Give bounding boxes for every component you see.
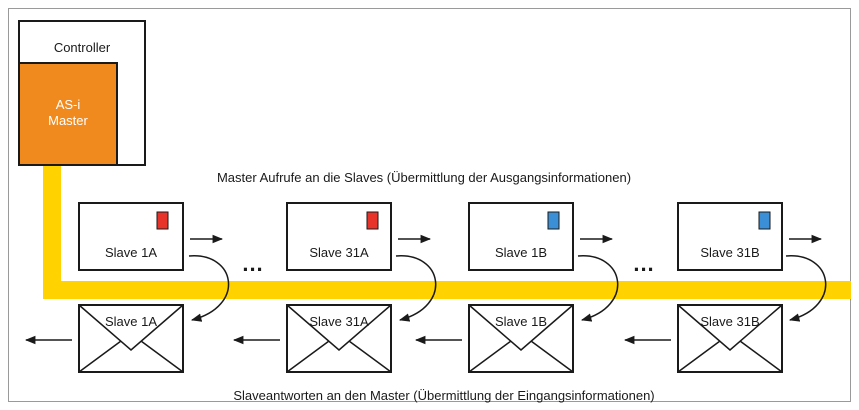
envelope-fold-left: [286, 340, 330, 373]
master-label-line2: Master: [48, 113, 88, 128]
slave-box-31b: Slave 31B: [677, 202, 783, 271]
controller-label: Controller: [54, 40, 111, 55]
caption-top: Master Aufrufe an die Slaves (Übermittlu…: [217, 170, 631, 185]
slave-label: Slave 1B: [495, 245, 547, 260]
response-label: Slave 1B: [495, 314, 547, 329]
as-i-bus: [43, 164, 851, 299]
bus-horizontal-segment: [43, 281, 851, 299]
as-i-master: [18, 62, 118, 166]
output-indicator-icon: [547, 211, 560, 230]
envelope-fold-left: [78, 340, 122, 373]
slave-box-31a: Slave 31A: [286, 202, 392, 271]
output-indicator-icon: [758, 211, 771, 230]
envelope-fold-right: [348, 340, 392, 373]
bus-vertical-segment: [43, 164, 61, 299]
envelope-fold-left: [677, 340, 721, 373]
slave-label: Slave 1A: [105, 245, 157, 260]
response-curve-arrow-icon: [785, 255, 827, 322]
caption-bottom: Slaveantworten an den Master (Übermittlu…: [233, 388, 654, 403]
envelope-icon: [677, 304, 783, 373]
slave-label: Slave 31A: [309, 245, 369, 260]
response-curve-arrow-icon: [395, 255, 437, 322]
response-label: Slave 1A: [105, 314, 157, 329]
response-curve-arrow-icon: [188, 255, 230, 322]
slave-label: Slave 31B: [700, 245, 759, 260]
envelope-flap: [677, 304, 783, 351]
response-envelope-1a: Slave 1A: [78, 304, 184, 373]
ellipsis-b: ...: [633, 251, 654, 276]
envelope-icon: [78, 304, 184, 373]
envelope-fold-right: [739, 340, 783, 373]
controller: Controller AS-i Master: [18, 20, 146, 166]
ellipsis-a: ...: [242, 251, 263, 276]
envelope-icon: [286, 304, 392, 373]
response-envelope-1b: Slave 1B: [468, 304, 574, 373]
response-envelope-31a: Slave 31A: [286, 304, 392, 373]
output-indicator-icon: [366, 211, 379, 230]
envelope-fold-left: [468, 340, 512, 373]
master-label-line1: AS-i: [56, 97, 81, 112]
response-curve-arrow-icon: [577, 255, 619, 322]
envelope-flap: [286, 304, 392, 351]
envelope-fold-right: [530, 340, 574, 373]
output-indicator-icon: [156, 211, 169, 230]
envelope-fold-right: [140, 340, 184, 373]
slave-box-1b: Slave 1B: [468, 202, 574, 271]
response-envelope-31b: Slave 31B: [677, 304, 783, 373]
envelope-flap: [468, 304, 574, 351]
response-label: Slave 31A: [309, 314, 369, 329]
slave-box-1a: Slave 1A: [78, 202, 184, 271]
envelope-icon: [468, 304, 574, 373]
response-label: Slave 31B: [700, 314, 759, 329]
envelope-flap: [78, 304, 184, 351]
